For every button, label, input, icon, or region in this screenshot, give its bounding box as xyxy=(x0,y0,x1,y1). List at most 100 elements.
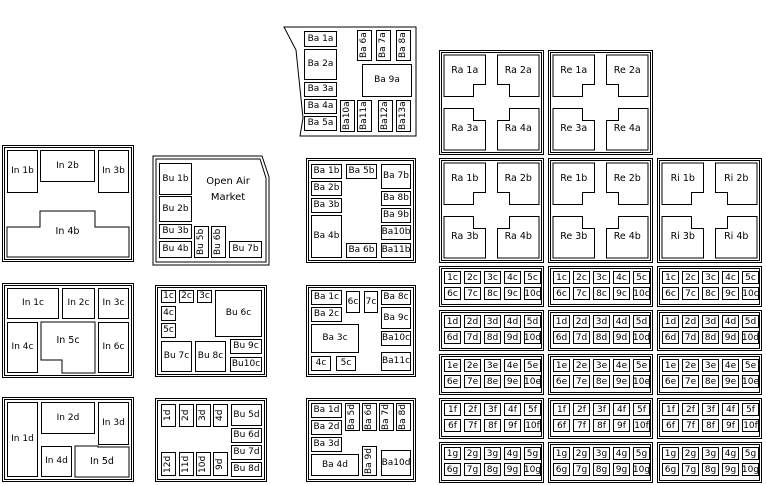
cross-unit-ri4b[interactable]: Ri 4b xyxy=(724,230,749,242)
grid-cell[interactable]: 6e xyxy=(553,375,570,388)
unit-ba7d[interactable]: Ba 7d xyxy=(379,403,394,431)
cross-unit-ri3b[interactable]: Ri 3b xyxy=(670,230,695,242)
unit-bu6c[interactable]: Bu 6c xyxy=(215,290,262,337)
grid-cell[interactable]: 3e xyxy=(484,359,501,372)
grid-cell[interactable]: 2e xyxy=(464,359,481,372)
grid-cell[interactable]: 7c xyxy=(464,287,481,300)
grid-cell[interactable]: 9f xyxy=(722,419,739,432)
unit-ba3a[interactable]: Ba 3a xyxy=(304,82,337,97)
grid-cell[interactable]: 9g xyxy=(613,463,630,476)
grid-cell[interactable]: 3e xyxy=(593,359,610,372)
grid-cell[interactable]: 8c xyxy=(484,287,501,300)
grid-cell[interactable]: 7f xyxy=(573,419,590,432)
unit-ba9b[interactable]: Ba 9b xyxy=(381,208,411,223)
grid-cell[interactable]: 4g xyxy=(722,447,739,460)
grid-cell[interactable]: 6d xyxy=(553,331,570,344)
grid-cell[interactable]: 1f xyxy=(553,403,570,416)
unit-10d[interactable]: 10d xyxy=(196,452,211,476)
grid-cell[interactable]: 10g xyxy=(523,463,542,476)
cross-unit-ra4a[interactable]: Ra 4a xyxy=(504,122,532,134)
cross-unit-ra4b[interactable]: Ra 4b xyxy=(504,230,532,242)
grid-cell[interactable]: 5c xyxy=(633,271,650,284)
unit-ba6c[interactable]: 6c xyxy=(346,291,360,313)
grid-cell[interactable]: 1d xyxy=(444,315,461,328)
unit-in1b[interactable]: In 1b xyxy=(7,150,38,193)
grid-cell[interactable]: 8d xyxy=(702,331,719,344)
unit-bu10c[interactable]: Bu10c xyxy=(230,357,262,372)
unit-ba5a[interactable]: Ba 5a xyxy=(304,116,337,131)
grid-cell[interactable]: 3d xyxy=(702,315,719,328)
grid-cell[interactable]: 2g xyxy=(682,447,699,460)
grid-cell[interactable]: 10e xyxy=(742,375,759,388)
unit-ba6a[interactable]: Ba 6a xyxy=(357,30,372,61)
grid-cell[interactable]: 9c xyxy=(504,287,521,300)
unit-in2d[interactable]: In 2d xyxy=(41,402,95,434)
grid-cell[interactable]: 9d xyxy=(504,331,521,344)
grid-cell[interactable]: 9c xyxy=(722,287,739,300)
grid-cell[interactable]: 4c xyxy=(722,271,739,284)
grid-cell[interactable]: 6d xyxy=(662,331,679,344)
unit-in1c[interactable]: In 1c xyxy=(7,288,59,319)
grid-cell[interactable]: 2c xyxy=(682,271,699,284)
grid-cell[interactable]: 1f xyxy=(444,403,461,416)
grid-cell[interactable]: 5g xyxy=(524,447,541,460)
unit-bu2b[interactable]: Bu 2b xyxy=(159,196,192,222)
grid-cell[interactable]: 10c xyxy=(524,287,541,300)
grid-cell[interactable]: 3g xyxy=(702,447,719,460)
cross-unit-re1a[interactable]: Re 1a xyxy=(560,65,588,76)
unit-4d[interactable]: 4d xyxy=(213,404,228,427)
unit-ba5b[interactable]: Ba 5b xyxy=(346,164,377,179)
unit-in4b[interactable]: In 4b xyxy=(55,226,80,237)
grid-cell[interactable]: 7d xyxy=(682,331,699,344)
grid-cell[interactable]: 8c xyxy=(593,287,610,300)
grid-cell[interactable]: 4d xyxy=(613,315,630,328)
unit-in6c[interactable]: In 6c xyxy=(98,322,129,373)
unit-12d[interactable]: 12d xyxy=(161,452,176,476)
grid-cell[interactable]: 9e xyxy=(722,375,739,388)
grid-cell[interactable]: 2f xyxy=(464,403,481,416)
unit-bu5d[interactable]: Bu 5d xyxy=(231,404,262,426)
grid-cell[interactable]: 2e xyxy=(682,359,699,372)
unit-bu6b[interactable]: Bu 6b xyxy=(211,226,226,258)
unit-ba10d[interactable]: Ba10d xyxy=(381,450,411,476)
grid-cell[interactable]: 7f xyxy=(464,419,481,432)
grid-cell[interactable]: 5e xyxy=(633,359,650,372)
unit-3c[interactable]: 3c xyxy=(197,290,212,303)
grid-cell[interactable]: 3f xyxy=(593,403,610,416)
unit-ba4c[interactable]: 4c xyxy=(311,356,331,371)
unit-ba7a[interactable]: Ba 7a xyxy=(376,30,391,61)
unit-ba3c[interactable]: Ba 3c xyxy=(311,324,359,353)
cross-unit-ra1b[interactable]: Ra 1b xyxy=(451,173,479,184)
grid-cell[interactable]: 6g xyxy=(553,463,570,476)
grid-cell[interactable]: 4d xyxy=(722,315,739,328)
cross-unit-ra3a[interactable]: Ra 3a xyxy=(451,122,479,134)
grid-cell[interactable]: 7e xyxy=(464,375,481,388)
grid-cell[interactable]: 3c xyxy=(593,271,610,284)
unit-ba9c[interactable]: Ba 9c xyxy=(381,307,411,329)
grid-cell[interactable]: 5g xyxy=(633,447,650,460)
unit-ba8b[interactable]: Ba 8b xyxy=(381,191,411,206)
unit-ba9d[interactable]: Ba 9d xyxy=(362,446,377,476)
unit-11d[interactable]: 11d xyxy=(179,452,194,476)
grid-cell[interactable]: 6f xyxy=(444,419,461,432)
unit-1c[interactable]: 1c xyxy=(161,290,176,303)
unit-in4c[interactable]: In 4c xyxy=(7,322,38,373)
grid-cell[interactable]: 5f xyxy=(742,403,759,416)
grid-cell[interactable]: 2d xyxy=(682,315,699,328)
grid-cell[interactable]: 2c xyxy=(573,271,590,284)
unit-in3d[interactable]: In 3d xyxy=(98,402,129,445)
grid-cell[interactable]: 10f xyxy=(633,419,650,432)
unit-in5c[interactable]: In 5c xyxy=(56,335,80,346)
grid-cell[interactable]: 2f xyxy=(682,403,699,416)
grid-cell[interactable]: 4f xyxy=(722,403,739,416)
grid-cell[interactable]: 10e xyxy=(633,375,650,388)
grid-cell[interactable]: 1f xyxy=(662,403,679,416)
unit-ba3b[interactable]: Ba 3b xyxy=(311,198,342,213)
unit-ba5d[interactable]: Ba 5d xyxy=(345,403,360,431)
grid-cell[interactable]: 9g xyxy=(722,463,739,476)
unit-in4d[interactable]: In 4d xyxy=(41,446,72,477)
grid-cell[interactable]: 9e xyxy=(504,375,521,388)
unit-ba7c[interactable]: 7c xyxy=(364,291,378,313)
unit-ba10b[interactable]: Ba10b xyxy=(381,225,411,240)
unit-in3c[interactable]: In 3c xyxy=(98,288,129,319)
